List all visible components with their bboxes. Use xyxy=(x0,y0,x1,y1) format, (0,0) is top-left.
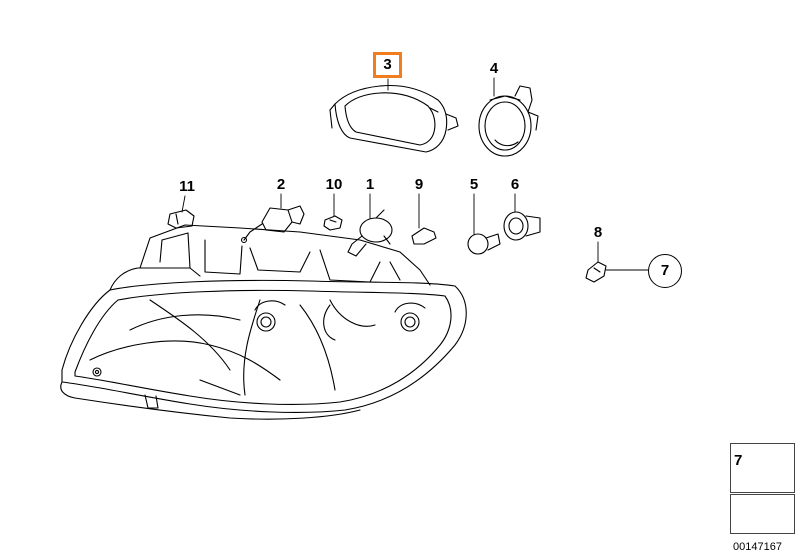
part-label-5: 5 xyxy=(469,176,479,193)
part-10-clip xyxy=(323,215,343,231)
highlighted-part-label[interactable]: 3 xyxy=(373,52,402,78)
part-label-9: 9 xyxy=(414,176,424,193)
part-11-bracket xyxy=(167,209,195,229)
part-label-11: 11 xyxy=(179,178,195,195)
part-label-8: 8 xyxy=(593,224,603,241)
part-label-4: 4 xyxy=(489,60,499,77)
part-8-clip xyxy=(585,261,607,283)
part-3-cover xyxy=(329,84,459,153)
part-1-bulb xyxy=(347,209,393,257)
legend-panel-arrow xyxy=(730,494,795,534)
part-label-10: 10 xyxy=(325,176,343,193)
part-6-socket xyxy=(503,211,541,241)
part-4-cap xyxy=(478,85,539,157)
headlight-housing xyxy=(60,224,467,420)
part-label-6: 6 xyxy=(510,176,520,193)
callout-circle-7[interactable]: 7 xyxy=(648,254,682,288)
part-9-bulb xyxy=(411,227,437,245)
legend-panel-screw[interactable]: 7 xyxy=(730,443,795,493)
document-number: 00147167 xyxy=(733,541,782,553)
part-label-2: 2 xyxy=(276,176,286,193)
part-2-bulb xyxy=(240,205,305,244)
leader-lines xyxy=(181,77,649,271)
legend-part-number: 7 xyxy=(734,452,743,469)
part-5-bulb xyxy=(467,233,501,255)
part-label-1: 1 xyxy=(365,176,375,193)
